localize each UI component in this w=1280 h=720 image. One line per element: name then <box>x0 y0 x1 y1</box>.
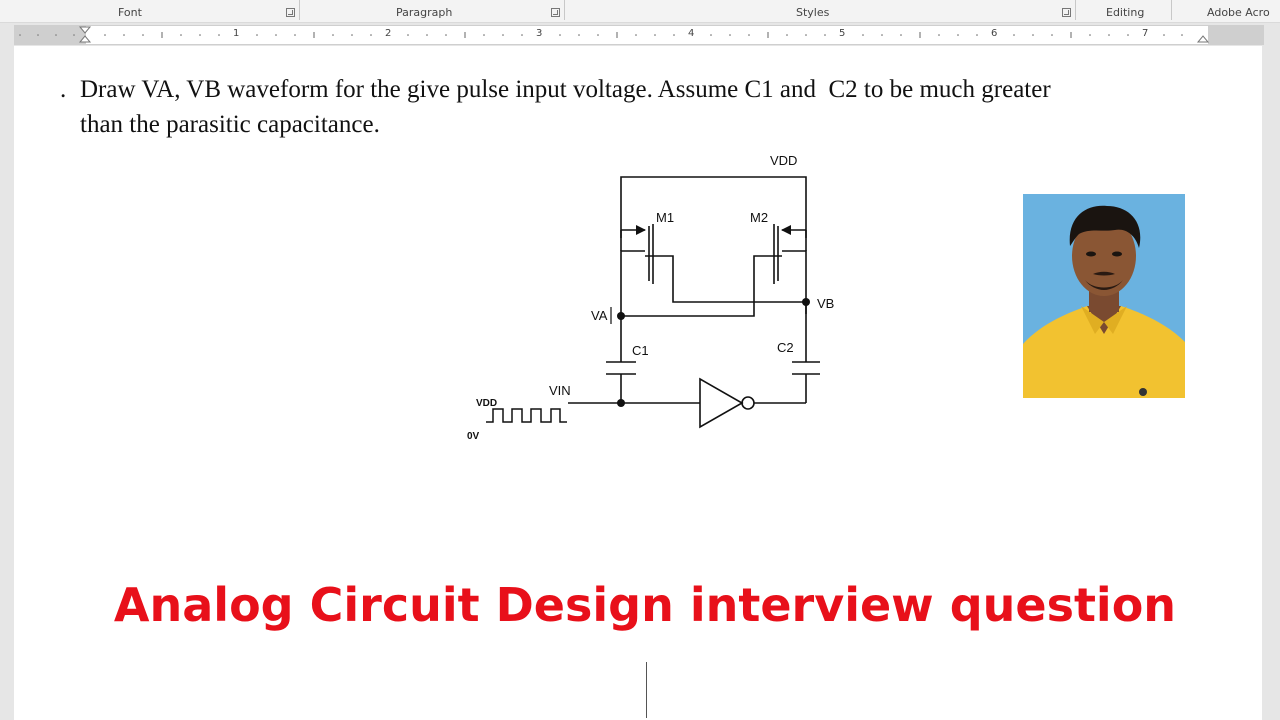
ruler-number: 4 <box>688 28 695 39</box>
ruler-ticks <box>19 26 1210 43</box>
ruler-number: 3 <box>536 28 543 39</box>
ruler-right-margin <box>1208 26 1264 44</box>
hanging-indent-icon <box>78 35 92 43</box>
horizontal-ruler[interactable]: 1 2 3 4 5 6 7 <box>14 25 1264 45</box>
presenter-photo <box>1023 194 1185 398</box>
right-indent-icon <box>1196 35 1210 43</box>
ribbon-group-paragraph[interactable]: Paragraph <box>396 6 453 19</box>
first-line-indent-icon <box>78 26 92 34</box>
ribbon-separator <box>299 0 300 20</box>
ruler-number: 2 <box>385 28 392 39</box>
ruler-left-margin <box>14 26 86 44</box>
ruler-number: 7 <box>1142 28 1149 39</box>
ribbon-group-editing[interactable]: Editing <box>1106 6 1145 19</box>
ruler-number: 5 <box>839 28 846 39</box>
question-text[interactable]: Draw VA, VB waveform for the give pulse … <box>80 72 1140 142</box>
ribbon-bar: Font Paragraph Styles Editing Adobe Acro <box>0 0 1280 23</box>
question-bullet: . <box>60 76 67 103</box>
video-headline: Analog Circuit Design interview question <box>113 578 1177 632</box>
ruler-number: 6 <box>991 28 998 39</box>
ribbon-separator <box>1075 0 1076 20</box>
ribbon-group-adobe-acrobat[interactable]: Adobe Acro <box>1207 6 1270 19</box>
ruler-number: 1 <box>233 28 240 39</box>
ribbon-group-styles[interactable]: Styles <box>796 6 830 19</box>
ribbon-group-font[interactable]: Font <box>118 6 142 19</box>
presenter-portrait-image <box>1023 194 1185 398</box>
paragraph-dialog-launcher-icon[interactable] <box>551 8 560 17</box>
font-dialog-launcher-icon[interactable] <box>286 8 295 17</box>
question-line-1: Draw VA, VB waveform for the give pulse … <box>80 76 1051 103</box>
styles-dialog-launcher-icon[interactable] <box>1062 8 1071 17</box>
text-cursor <box>646 662 647 718</box>
ribbon-separator <box>564 0 565 20</box>
question-line-2: than the parasitic capacitance. <box>80 111 380 138</box>
ribbon-separator <box>1171 0 1172 20</box>
